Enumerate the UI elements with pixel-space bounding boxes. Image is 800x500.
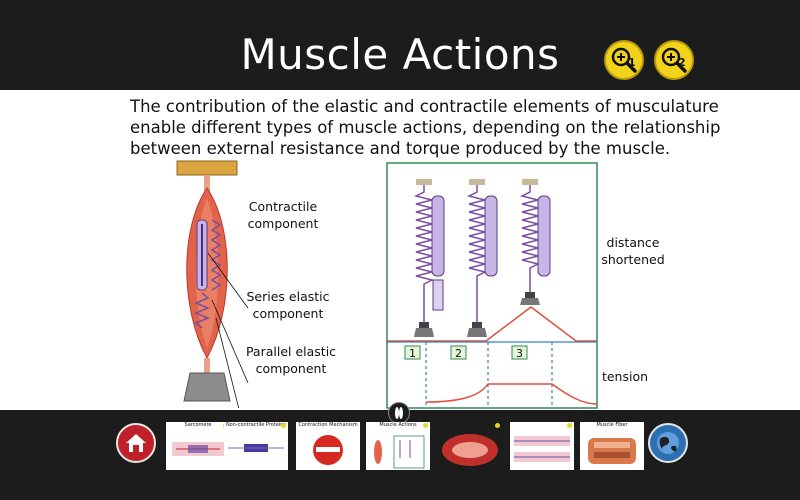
info-dot-icon [281, 423, 286, 428]
magnifier-icon [611, 47, 637, 73]
stage-label-1: 1 [409, 347, 416, 360]
muscle-illustration [176, 160, 249, 408]
drawer-toggle-button[interactable] [388, 402, 410, 424]
globe-button[interactable] [648, 423, 688, 463]
info-dot-icon [567, 423, 572, 428]
info-dot-icon [423, 423, 428, 428]
thumbnail-non-contractile-proteins[interactable]: Non-contractile Proteins [224, 422, 288, 470]
info-dot-icon [495, 423, 500, 428]
stage-label-2: 2 [455, 347, 462, 360]
home-button[interactable] [116, 423, 156, 463]
distance-shortened-label: distance shortened [601, 235, 665, 267]
muscle-icon [395, 407, 403, 419]
header-bar: Muscle Actions 1 2 [0, 0, 800, 90]
intro-text: The contribution of the elastic and cont… [130, 97, 721, 158]
thumbnail-sarcomere[interactable]: Sarcomere [166, 422, 230, 470]
thumbnail-contraction-mechanism[interactable]: Contraction Mechanism [296, 422, 360, 470]
content-panel: The contribution of the elastic and cont… [0, 90, 800, 410]
stage-label-3: 3 [516, 347, 523, 360]
zoom-in-2-button[interactable]: 2 [654, 40, 694, 80]
page-title: Muscle Actions [240, 30, 560, 79]
tension-label: tension [601, 369, 649, 384]
spring-model-diagram [386, 162, 598, 409]
zoom-level-label: 1 [628, 56, 636, 69]
parallel-elastic-label: Parallel elastic component [245, 344, 337, 376]
zoom-in-1-button[interactable]: 1 [604, 40, 644, 80]
thumbnail-filaments[interactable] [510, 422, 574, 470]
zoom-level-label: 2 [678, 56, 686, 69]
thumbnail-muscle-cross-section[interactable] [438, 422, 502, 470]
series-elastic-label: Series elastic component [246, 289, 330, 321]
contractile-label: Contractile component [247, 199, 319, 231]
thumbnail-muscle-fiber[interactable]: Muscle Fiber [580, 422, 644, 470]
globe-icon [657, 432, 679, 454]
thumbnail-muscle-actions[interactable]: Muscle Actions [366, 422, 430, 470]
magnifier-icon [661, 47, 687, 73]
home-icon [126, 434, 146, 452]
